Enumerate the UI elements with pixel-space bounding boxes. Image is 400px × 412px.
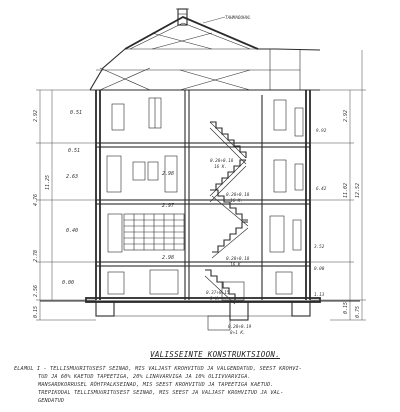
room-label-0a: 0.28÷0.18 — [210, 158, 234, 164]
level-label-4: 2.98 — [162, 171, 174, 177]
foundation — [95, 301, 311, 331]
right-mark-2: 3.52 — [313, 244, 325, 250]
right-mark-1: 6.42 — [316, 186, 327, 192]
caption-line-3: MANSARDKORRUSEL RÕHTPALKSEINAD, MIS SEES… — [38, 382, 274, 388]
room-label-4b: 8÷1 K. — [230, 330, 246, 336]
chimney-label: TAHMAOUHVL — [225, 15, 251, 21]
level-label-1: 0.51 — [68, 148, 80, 154]
right-mark-0: 9.92 — [316, 128, 327, 134]
outer-walls — [95, 90, 311, 300]
floor-slabs — [40, 142, 360, 303]
dim-left-2: 11.25 — [45, 175, 51, 190]
dim-right-4: 0.75 — [355, 306, 361, 318]
room-label-2b: 16 K. — [230, 262, 243, 268]
dim-right-3: 0.15 — [343, 302, 349, 314]
level-label-5: 2.97 — [162, 203, 174, 209]
dim-left-0: 2.92 — [33, 110, 39, 122]
chimney — [176, 8, 189, 26]
right-mark-3: 0.00 — [314, 266, 325, 272]
right-mark-4: 1.13 — [314, 292, 325, 298]
room-label-1b: 16 K. — [230, 198, 243, 204]
dim-right-2: 12.52 — [355, 183, 361, 198]
room-label-4a: 0.28÷0.19 — [228, 324, 252, 330]
caption-line-4: TREPIKODAL TELLISMUURITUSEST SEINAD, MIS… — [38, 390, 284, 396]
caption-line-5: GENDATUD — [38, 398, 65, 404]
drawing-title: VALISSEINTE KONSTRUKTSIOON. — [150, 350, 281, 359]
staircase — [204, 121, 249, 305]
grid-ceiling — [123, 213, 185, 251]
level-label-2: 2.63 — [66, 174, 78, 180]
dim-left-1: 4.76 — [33, 194, 39, 206]
dim-right-0: 2.92 — [343, 110, 349, 122]
right-dimension-chain — [310, 50, 366, 321]
room-label-0b: 16 K. — [214, 164, 227, 170]
dim-left-4: 2.56 — [33, 285, 39, 297]
dim-left-5: 0.15 — [33, 306, 39, 318]
left-dimension-chain — [36, 89, 96, 321]
room-label-3b: 3 K. — [209, 296, 220, 302]
caption-line-1: ELAMUL I - TELLISMUURITUSEST SEINAD, MIS… — [14, 366, 303, 372]
dim-left-3: 2.78 — [33, 250, 39, 262]
level-label-7: 0.00 — [62, 280, 74, 286]
roof — [89, 15, 321, 91]
dim-right-1: 11.02 — [343, 183, 349, 198]
room-label-3a: 0.37÷0.15 — [206, 290, 230, 296]
caption-line-2: TUD JA 60% KAETUD TAPEETIGA, 20% LINAVAR… — [38, 374, 251, 380]
chimney-leader — [202, 16, 226, 24]
windows — [106, 97, 304, 295]
interior-walls — [184, 90, 263, 300]
level-label-0: 0.51 — [70, 110, 82, 116]
level-label-3: 0.40 — [66, 228, 78, 234]
level-label-6: 2.98 — [162, 255, 174, 261]
room-label-1a: 0.28÷0.18 — [226, 192, 250, 198]
room-label-2a: 0.28÷0.18 — [226, 256, 250, 262]
